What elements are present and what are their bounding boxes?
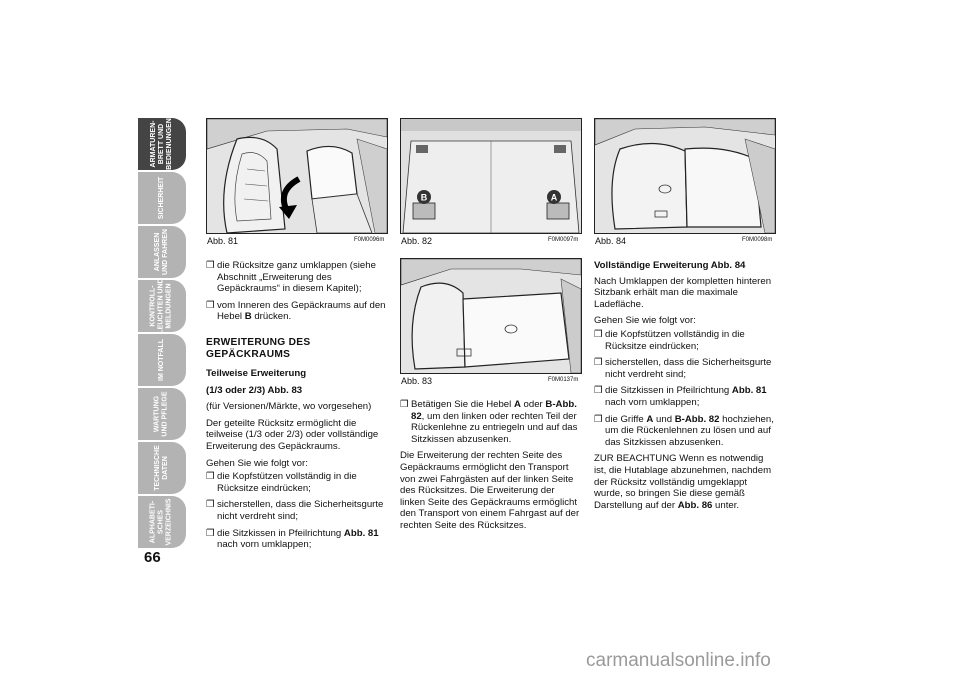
sidebar-tab-kontrollleuchten[interactable]: KONTROLL- LEUCHTEN UND MELDUNGEN bbox=[138, 278, 186, 334]
section-heading: ERWEITERUNG DES GEPÄCKRAUMS bbox=[206, 336, 311, 360]
text-column-3: Vollständige Erweiterung Abb. 84 Nach Um… bbox=[594, 260, 774, 516]
list-item: ❒die Sitzkissen in Pfeilrichtung Abb. 81… bbox=[206, 527, 379, 551]
caption-abb-82: Abb. 82 bbox=[401, 236, 433, 246]
paragraph: Gehen Sie wie folgt vor: bbox=[594, 315, 696, 327]
list-item: ❒Betätigen Sie die Hebel A oder B-Abb. 8… bbox=[400, 399, 578, 445]
paragraph: Nach Umklappen der kompletten hinteren S… bbox=[594, 275, 772, 310]
sidebar-tab-anlassen[interactable]: ANLASSEN UND FAHREN bbox=[138, 226, 186, 278]
sidebar-tab-verzeichnis[interactable]: ALPHABETI- SCHES VERZEICHNIS bbox=[138, 496, 186, 548]
list-item: ❒vom Inneren des Gepäckraums auf den Heb… bbox=[206, 299, 386, 323]
sidebar-tab-im-notfall[interactable]: IM NOTFALL bbox=[138, 334, 186, 386]
figure-abb-84 bbox=[594, 118, 776, 234]
caption-abb-81: Abb. 81 bbox=[207, 236, 239, 246]
sidebar-tab-technische-daten[interactable]: TECHNISCHE DATEN bbox=[138, 442, 186, 494]
figure-abb-81 bbox=[206, 118, 388, 234]
paragraph: Gehen Sie wie folgt vor: bbox=[206, 457, 308, 469]
paragraph: Der geteilte Rücksitz ermöglicht die tei… bbox=[206, 417, 379, 452]
section-heading: Vollständige Erweiterung Abb. 84 bbox=[594, 260, 746, 271]
code-abb-83: F0M0137m bbox=[548, 377, 579, 383]
code-abb-84: F0M0098m bbox=[742, 237, 773, 243]
paragraph: (für Versionen/Märkte, wo vorgesehen) bbox=[206, 401, 372, 413]
page-number: 66 bbox=[144, 549, 161, 566]
sub-heading: (1/3 oder 2/3) Abb. 83 bbox=[206, 384, 303, 396]
text-column-2: ❒Betätigen Sie die Hebel A oder B-Abb. 8… bbox=[400, 399, 580, 537]
sidebar-tab-wartung[interactable]: WARTUNG UND PFLEGE bbox=[138, 388, 186, 440]
label-b: B bbox=[421, 193, 428, 203]
watermark: carmanualsonline.info bbox=[586, 650, 771, 671]
figure-abb-83 bbox=[400, 258, 582, 374]
list-item: ❒die Rücksitze ganz umklappen (siehe Abs… bbox=[206, 260, 376, 295]
list-item: ❒die Sitzkissen in Pfeilrichtung Abb. 81… bbox=[594, 385, 767, 408]
label-a: A bbox=[551, 193, 558, 203]
list-item: ❒die Kopfstützen vollständig in die Rück… bbox=[594, 328, 745, 352]
sidebar-tab-armaturenbrett[interactable]: ARMATUREN- BRETT UND BEDIENUNGEN bbox=[138, 118, 186, 170]
paragraph: ZUR BEACHTUNG Wenn es notwendig ist, die… bbox=[594, 453, 772, 511]
caption-abb-83: Abb. 83 bbox=[401, 376, 433, 386]
list-item: ❒sicherstellen, dass die Sicherheitsgurt… bbox=[206, 499, 384, 522]
paragraph: Die Erweiterung der rechten Seite des Ge… bbox=[400, 450, 580, 531]
code-abb-82: F0M0097m bbox=[548, 237, 579, 243]
figure-abb-82: B A bbox=[400, 118, 582, 234]
list-item: ❒sicherstellen, dass die Sicherheitsgurt… bbox=[594, 357, 772, 380]
caption-abb-84: Abb. 84 bbox=[595, 236, 627, 246]
list-item: ❒die Kopfstützen vollständig in die Rück… bbox=[206, 471, 357, 494]
sub-heading: Teilweise Erweiterung bbox=[206, 367, 307, 379]
sidebar-tab-sicherheit[interactable]: SICHERHEIT bbox=[138, 172, 186, 224]
list-item: ❒die Griffe A und B-Abb. 82 hochziehen, … bbox=[594, 413, 774, 448]
text-column-1: ❒die Rücksitze ganz umklappen (siehe Abs… bbox=[206, 260, 386, 556]
code-abb-81: F0M0096m bbox=[354, 237, 385, 243]
